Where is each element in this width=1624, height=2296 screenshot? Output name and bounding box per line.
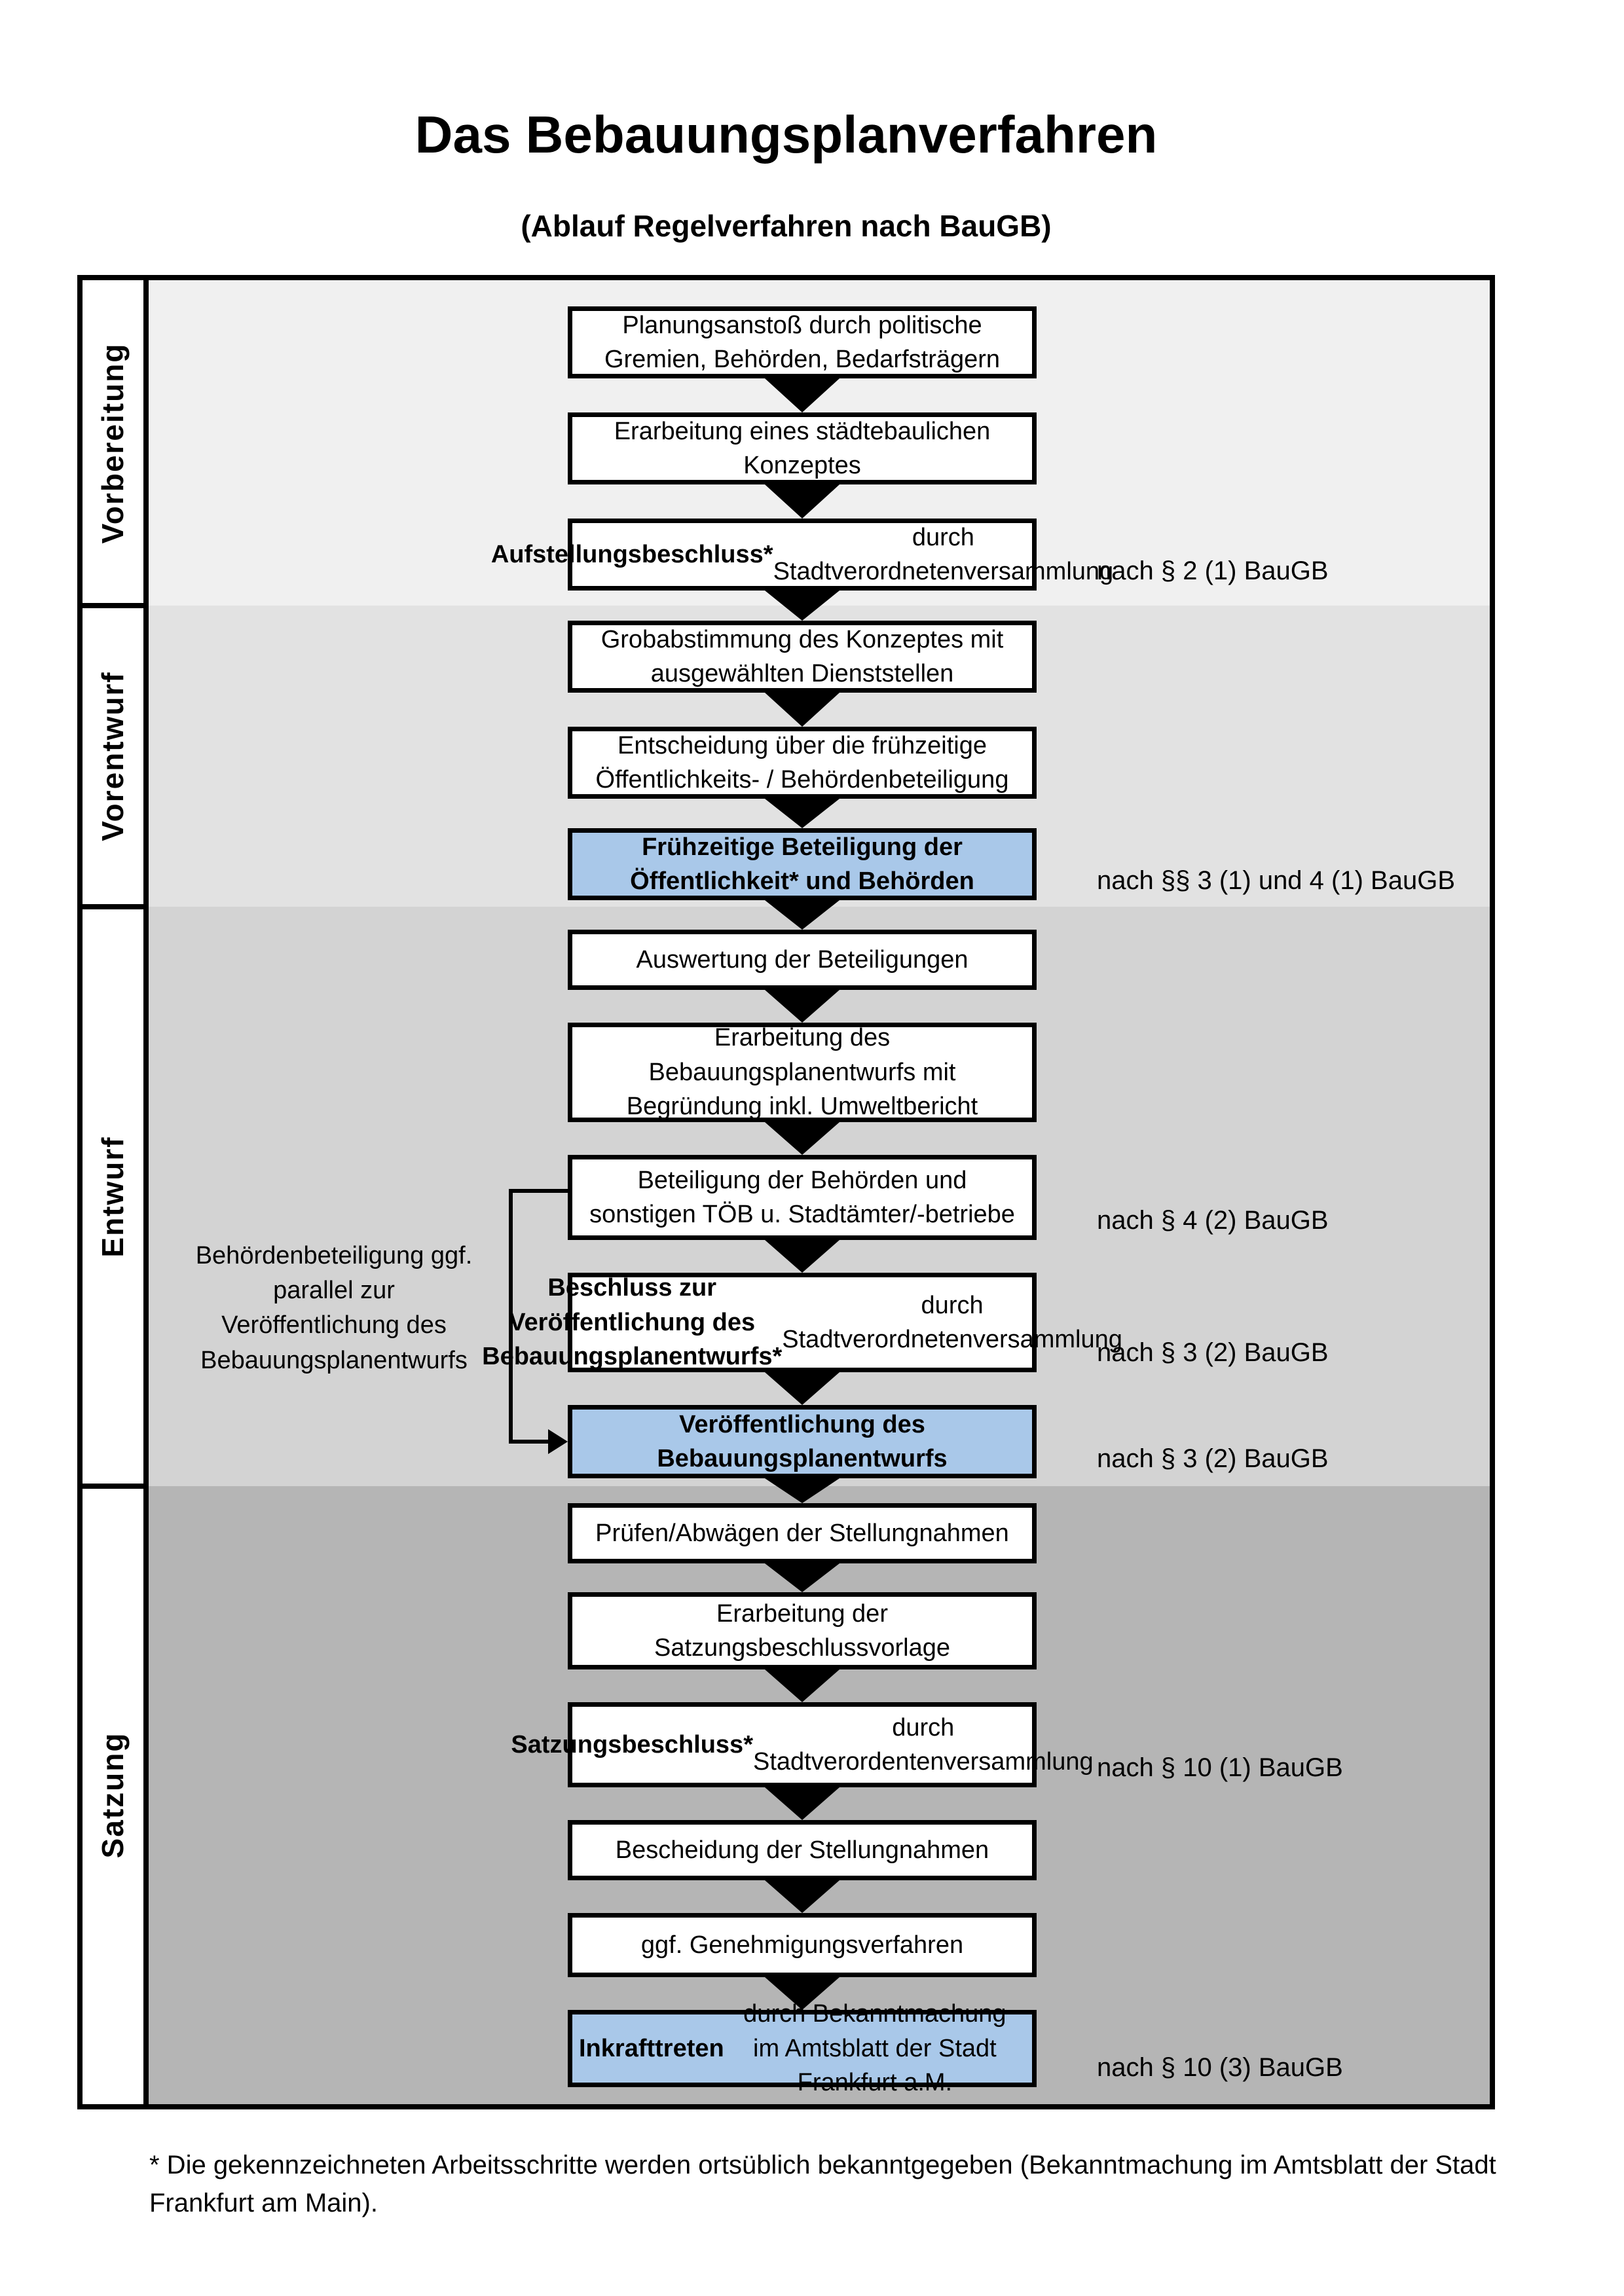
footnote: * Die gekennzeichneten Arbeitsschritte w… xyxy=(149,2151,1496,2217)
flow-box-erarbeitung-bebauungsplanentwurf: Erarbeitung des Bebauungsplanentwurfs mi… xyxy=(568,1023,1037,1122)
flow-arrow-down-icon xyxy=(765,1669,840,1702)
parallel-connector-stub-bottom xyxy=(509,1440,549,1444)
flow-arrow-down-icon xyxy=(765,1240,840,1273)
flow-box-text: Erarbeitung eines städtebaulichen Konzep… xyxy=(614,417,991,479)
flow-box-satzungsbeschluss: Satzungsbeschluss* durch Stadtverordente… xyxy=(511,1702,1094,1787)
flow-arrow-down-icon xyxy=(765,1787,840,1820)
flow-arrow-down-icon xyxy=(765,1478,840,1503)
legal-annotation: nach § 4 (2) BauGB xyxy=(1097,1206,1329,1235)
label-divider xyxy=(83,603,149,608)
flow-arrow-down-icon xyxy=(765,1563,840,1592)
flow-box-text: durch Stadtverordentenversammlung xyxy=(752,1713,1094,1776)
flow-box-text: Erarbeitung der Satzungsbeschlussvorlage xyxy=(654,1599,951,1662)
flow-arrow-down-icon xyxy=(765,1880,840,1913)
flow-box-text: Satzungsbeschluss* xyxy=(511,1730,753,1758)
diagram-outer-frame xyxy=(77,275,1495,2109)
flow-box-text: Planungsanstoß durch politische Gremien,… xyxy=(604,311,1001,373)
flow-box-erarbeitung-satzungsvorlage: Erarbeitung der Satzungsbeschlussvorlage xyxy=(568,1592,1037,1669)
flow-box-auswertung-beteiligungen: Auswertung der Beteiligungen xyxy=(568,930,1037,990)
flow-arrow-down-icon xyxy=(765,693,840,727)
legal-annotation: nach § 3 (2) BauGB xyxy=(1097,1338,1329,1367)
flow-box-text: Frühzeitige Beteiligung der Öffentlichke… xyxy=(630,833,974,895)
flow-box-beteiligung-behoerden: Beteiligung der Behörden und sonstigen T… xyxy=(568,1155,1037,1240)
flow-box-text: Erarbeitung des Bebauungsplanentwurfs mi… xyxy=(626,1024,978,1121)
flow-box-text: Beschluss zur Veröffentlichung des Bebau… xyxy=(482,1274,783,1371)
legal-annotation: nach §§ 3 (1) und 4 (1) BauGB xyxy=(1097,866,1455,895)
flow-box-bescheidung-stellungnahmen: Bescheidung der Stellungnahmen xyxy=(568,1820,1037,1880)
flow-arrow-down-icon xyxy=(765,799,840,828)
parallel-note: Behördenbeteiligung ggf. parallel zur Ve… xyxy=(195,1242,473,1374)
label-cell-satzung xyxy=(83,1486,143,2104)
flow-box-grobabstimmung: Grobabstimmung des Konzeptes mit ausgewä… xyxy=(568,621,1037,693)
flow-box-inkrafttreten: Inkrafttreten durch Bekanntmachung im Am… xyxy=(568,2000,1037,2096)
page-title: Das Bebauungsplanverfahren xyxy=(415,105,1158,164)
flow-arrow-down-icon xyxy=(765,378,840,412)
flow-arrow-down-icon xyxy=(765,484,840,519)
flow-box-entscheidung-beteiligung: Entscheidung über die frühzeitige Öffent… xyxy=(568,727,1037,799)
label-divider xyxy=(83,1484,149,1489)
label-cell-vorentwurf xyxy=(83,606,143,907)
flow-box-text: ggf. Genehmigungsverfahren xyxy=(640,1931,964,1959)
parallel-connector-arrowhead xyxy=(548,1429,568,1454)
flow-box-text: durch Stadtverordnetenversammlung xyxy=(773,523,1114,585)
label-cell-vorbereitung xyxy=(83,280,143,606)
page-subtitle: (Ablauf Regelverfahren nach BauGB) xyxy=(521,209,1052,243)
legal-annotation: nach § 3 (2) BauGB xyxy=(1097,1444,1329,1473)
flow-box-text: Beteiligung der Behörden und sonstigen T… xyxy=(589,1166,1015,1228)
flow-box-planungsanstoss: Planungsanstoß durch politische Gremien,… xyxy=(568,306,1037,378)
legal-annotation: nach § 10 (3) BauGB xyxy=(1097,2053,1343,2082)
flow-box-text: Veröffentlichung des Bebauungsplanentwur… xyxy=(657,1410,948,1472)
flow-box-aufstellungsbeschluss: Aufstellungsbeschluss* durch Stadtverord… xyxy=(491,519,1113,591)
flow-box-pruefen-abwaegen: Prüfen/Abwägen der Stellungnahmen xyxy=(568,1503,1037,1563)
flow-box-text: Aufstellungsbeschluss* xyxy=(490,540,773,568)
flow-box-fruehzeitige-beteiligung: Frühzeitige Beteiligung der Öffentlichke… xyxy=(568,828,1037,900)
flow-box-text: Auswertung der Beteiligungen xyxy=(636,945,969,974)
flow-arrow-down-icon xyxy=(765,1977,840,2010)
flow-arrow-down-icon xyxy=(765,1122,840,1155)
flow-box-text: Grobabstimmung des Konzeptes mit ausgewä… xyxy=(600,625,1004,687)
flow-box-text: durch Stadtverordnetenversammlung xyxy=(782,1291,1122,1353)
legal-annotation: nach § 2 (1) BauGB xyxy=(1097,556,1329,585)
flow-box-genehmigungsverfahren: ggf. Genehmigungsverfahren xyxy=(568,1913,1037,1977)
flow-box-text: Bescheidung der Stellungnahmen xyxy=(615,1836,989,1864)
legal-annotation: nach § 10 (1) BauGB xyxy=(1097,1753,1343,1782)
parallel-connector-stub-top xyxy=(509,1189,568,1193)
label-column-divider xyxy=(143,280,149,2104)
flow-box-text: Entscheidung über die frühzeitige Öffent… xyxy=(595,731,1009,793)
parallel-connector-vline xyxy=(509,1189,513,1444)
label-divider xyxy=(83,904,149,909)
flow-box-text: Inkrafttreten xyxy=(579,2034,724,2062)
flow-box-erarbeitung-konzept: Erarbeitung eines städtebaulichen Konzep… xyxy=(568,412,1037,484)
flow-box-beschluss-veroeffentlichung: Beschluss zur Veröffentlichung des Bebau… xyxy=(482,1273,1122,1372)
flow-box-text: Prüfen/Abwägen der Stellungnahmen xyxy=(595,1519,1009,1547)
flow-arrow-down-icon xyxy=(765,591,840,621)
flow-arrow-down-icon xyxy=(765,1372,840,1405)
flow-arrow-down-icon xyxy=(765,990,840,1023)
flow-arrow-down-icon xyxy=(765,900,840,930)
label-cell-entwurf xyxy=(83,907,143,1486)
flow-box-veroeffentlichung-entwurf: Veröffentlichung des Bebauungsplanentwur… xyxy=(568,1405,1037,1478)
flow-box-text: durch Bekanntmachung im Amtsblatt der St… xyxy=(743,2000,1006,2097)
